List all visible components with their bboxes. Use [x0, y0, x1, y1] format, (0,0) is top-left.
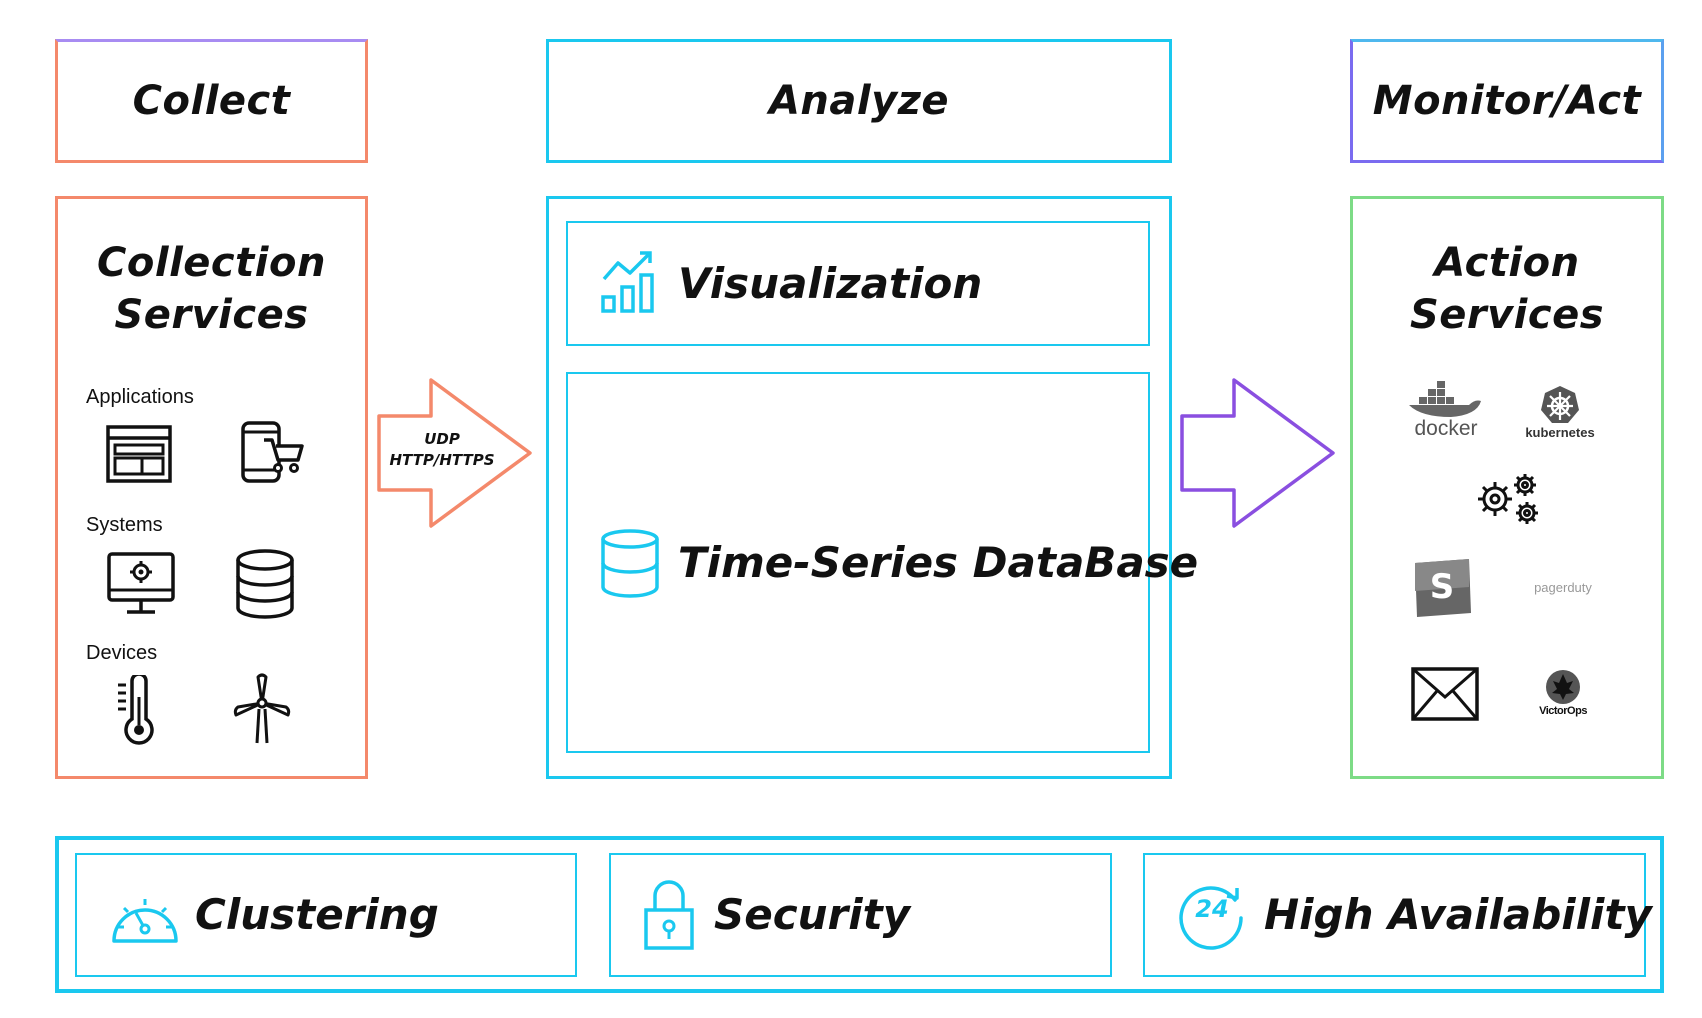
gears-icon	[1478, 474, 1538, 524]
pagerduty-logo-text: pagerduty	[1534, 580, 1592, 595]
victorops-logo-icon	[1546, 670, 1580, 704]
padlock-icon	[644, 880, 694, 950]
analyze-header-label: Analyze	[768, 78, 950, 124]
slack-logo-letter: S	[1429, 567, 1455, 607]
kubernetes-logo-icon	[1541, 386, 1579, 423]
database-icon	[236, 549, 294, 619]
kubernetes-logo-text: kubernetes	[1525, 425, 1595, 440]
action-services-panel: Action Services docker kubernetes	[1350, 196, 1664, 779]
collection-services-title-line1: Collection	[97, 240, 326, 286]
mobile-shopping-icon	[241, 421, 304, 483]
monitor-header-label: Monitor/Act	[1372, 78, 1642, 124]
high-availability-box: 24 High Availability	[1143, 853, 1652, 977]
slack-logo-icon	[1415, 559, 1471, 617]
collection-services-panel: Collection Services Applications Systems	[55, 196, 368, 779]
thermometer-icon	[118, 675, 154, 745]
time-series-database-label: Time-Series DataBase	[678, 538, 1199, 587]
time-series-database-box: Time-Series DataBase	[566, 372, 1198, 753]
victorops-logo-text: VictorOps	[1539, 705, 1587, 717]
database-cylinder-icon	[601, 529, 659, 598]
collect-header-label: Collect	[132, 78, 291, 124]
docker-logo-text: docker	[1414, 417, 1478, 440]
speedometer-icon	[112, 899, 178, 943]
email-envelope-icon	[1411, 667, 1479, 721]
docker-logo-icon	[1409, 381, 1481, 417]
collect-header: Collect	[55, 39, 368, 163]
action-services-title-line1: Action	[1434, 240, 1580, 286]
clustering-label: Clustering	[195, 890, 439, 939]
clock-24-label: 24	[1195, 895, 1229, 923]
arrow-protocol-http: HTTP/HTTPS	[389, 451, 495, 469]
visualization-box: Visualization	[566, 221, 1150, 346]
clock-24-icon	[1179, 886, 1243, 950]
output-arrow	[1180, 378, 1335, 528]
high-availability-label: High Availability	[1264, 890, 1652, 939]
visualization-label: Visualization	[678, 259, 983, 308]
monitor-header: Monitor/Act	[1350, 39, 1664, 163]
browser-window-icon	[106, 425, 172, 483]
action-services-title-line2: Services	[1409, 292, 1605, 338]
collection-services-title-line2: Services	[114, 292, 309, 338]
wind-turbine-icon	[233, 673, 291, 744]
arrow-protocol-udp: UDP	[424, 430, 460, 448]
security-label: Security	[714, 890, 911, 939]
clustering-box: Clustering	[75, 853, 577, 977]
devices-label: Devices	[86, 642, 158, 664]
applications-label: Applications	[86, 386, 194, 408]
input-arrow	[377, 378, 532, 528]
analyze-header: Analyze	[546, 39, 1172, 163]
monitor-settings-icon	[107, 552, 175, 614]
bar-chart-trend-icon	[601, 251, 654, 313]
security-box: Security	[609, 853, 1112, 977]
systems-label: Systems	[86, 514, 163, 536]
